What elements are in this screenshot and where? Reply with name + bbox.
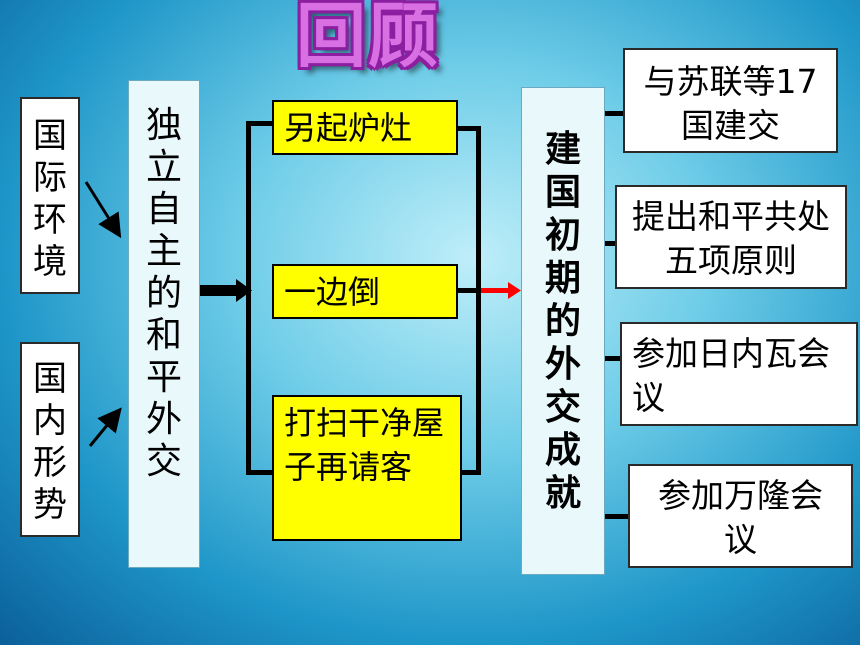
bracket-right-mid <box>458 288 481 293</box>
arrow-policy-to-bracket <box>200 279 252 302</box>
achievement-box-bandung: 参加万隆会议 <box>628 464 853 568</box>
international-environment-box: 国 际 环 境 <box>20 97 80 294</box>
domestic-char: 内 <box>33 401 67 441</box>
achievement-box-geneva: 参加日内瓦会议 <box>620 322 858 426</box>
bracket-right-top <box>458 126 481 131</box>
achievements-label-box: 建 国 初 期 的 外 交 成 就 <box>521 87 605 575</box>
domestic-char: 形 <box>33 443 67 483</box>
policy-char: 外 <box>145 399 182 440</box>
policy-label: 一边倒 <box>284 273 381 311</box>
achievements-char: 建 <box>544 129 581 170</box>
bracket-left-vertical <box>246 121 251 475</box>
policy-char: 平 <box>145 357 182 398</box>
achievement-label: 参加日内瓦会议 <box>632 334 830 417</box>
tick-achievement-1 <box>603 111 625 116</box>
policy-box-lean-to-one-side: 一边倒 <box>272 264 458 319</box>
bracket-right-vertical <box>476 126 481 475</box>
policy-char: 交 <box>145 441 182 482</box>
arrow-international-to-policy <box>84 181 122 239</box>
bracket-left-bottom <box>246 470 274 475</box>
domestic-char: 势 <box>33 485 67 525</box>
domestic-char: 国 <box>33 359 67 399</box>
international-char: 境 <box>33 242 67 282</box>
policy-char: 的 <box>145 273 182 314</box>
achievement-label: 与苏联等17国建交 <box>643 62 818 145</box>
achievement-box-five-principles: 提出和平共处五项原则 <box>615 185 847 289</box>
page-title: 回顾 <box>296 0 440 77</box>
policy-char: 和 <box>145 315 182 356</box>
achievements-char: 成 <box>544 430 581 471</box>
policy-box-new-start: 另起炉灶 <box>272 100 458 155</box>
policy-label: 打扫干净屋子再请客 <box>284 404 445 486</box>
international-char: 国 <box>33 116 67 156</box>
domestic-situation-box: 国 内 形 势 <box>20 342 80 537</box>
achievement-label: 参加万隆会议 <box>658 476 823 559</box>
policy-char: 独 <box>145 105 182 146</box>
policy-box-clean-house: 打扫干净屋子再请客 <box>272 395 462 541</box>
policy-char: 自 <box>145 189 182 230</box>
foreign-policy-box: 独 立 自 主 的 和 平 外 交 <box>128 80 200 568</box>
achievements-char: 的 <box>544 301 581 342</box>
international-char: 际 <box>33 158 67 198</box>
achievements-char: 就 <box>544 473 581 514</box>
achievements-char: 外 <box>544 344 581 385</box>
achievements-char: 初 <box>544 215 581 256</box>
policy-char: 立 <box>145 147 182 188</box>
tick-achievement-3 <box>603 356 623 361</box>
arrow-domestic-to-policy <box>88 407 122 447</box>
policy-char: 主 <box>145 231 182 272</box>
international-char: 环 <box>33 200 67 240</box>
policy-label: 另起炉灶 <box>284 109 413 147</box>
achievement-label: 提出和平共处五项原则 <box>632 197 830 280</box>
achievements-char: 国 <box>544 172 581 213</box>
tick-achievement-4 <box>603 514 630 519</box>
achievements-char: 期 <box>544 258 581 299</box>
achievement-box-diplomatic-relations: 与苏联等17国建交 <box>623 48 838 153</box>
arrow-policies-to-achievements <box>481 282 521 299</box>
achievements-char: 交 <box>544 387 581 428</box>
bracket-left-top <box>246 121 274 126</box>
bracket-right-bottom <box>458 470 481 475</box>
